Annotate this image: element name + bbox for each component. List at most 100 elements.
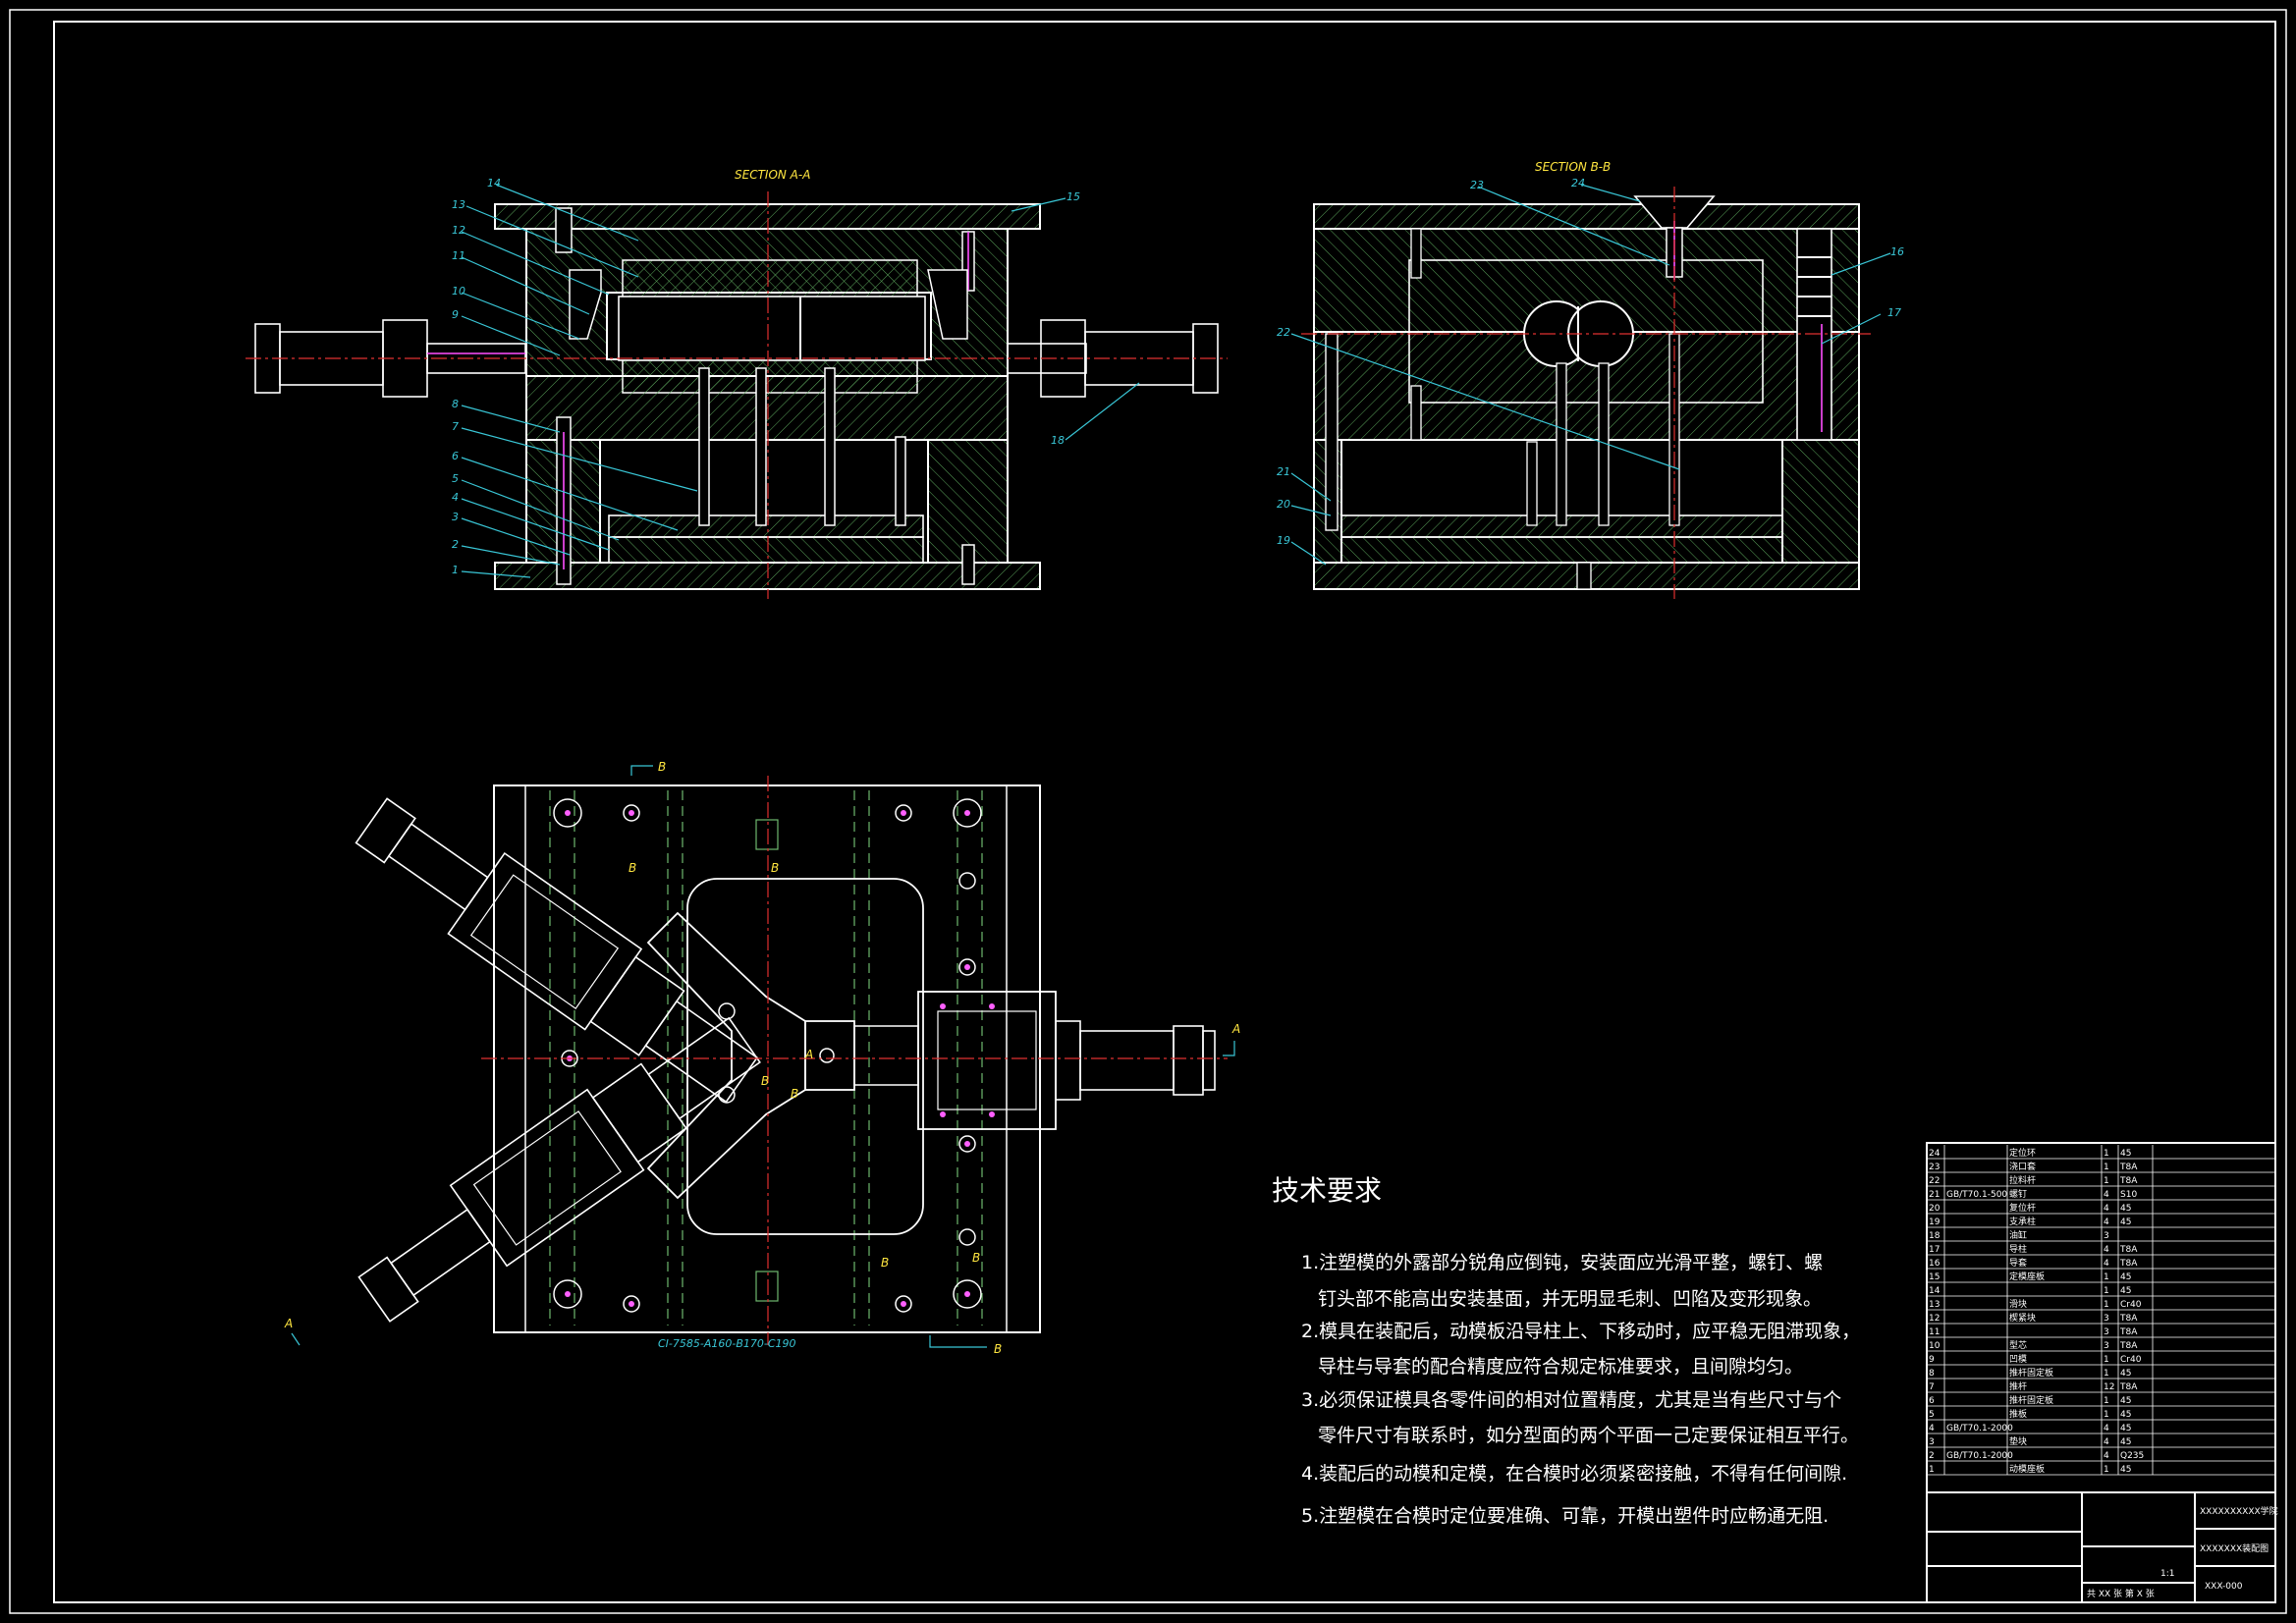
bom-cell: GB/T70.1-2000	[1946, 1424, 2013, 1434]
plan-cylinder-upper-left	[355, 797, 759, 1104]
bom-cell: 1	[2104, 1465, 2109, 1475]
tech-line-1: 1.注塑模的外露部分锐角应倒钝，安装面应光滑平整，螺钉、螺	[1301, 1252, 1823, 1273]
svg-text:B: B	[994, 1342, 1002, 1356]
bom-cell: 螺钉	[2009, 1189, 2027, 1200]
bom-cell: 1	[2104, 1355, 2109, 1365]
wedge-right	[927, 269, 968, 340]
bom-cell: 1	[2104, 1163, 2109, 1172]
bom-cell: 4	[2104, 1451, 2109, 1461]
svg-text:20: 20	[1277, 498, 1290, 511]
screw-bottom	[961, 544, 975, 585]
bom-cell: 45	[2120, 1369, 2131, 1379]
tech-line-5: 3.必须保证模具各零件间的相对位置精度，尤其是当有些尺寸与个	[1301, 1389, 1841, 1411]
guide-pillar-top	[555, 207, 573, 253]
bom-cell: 推杆固定板	[2009, 1367, 2053, 1379]
bom-cell: 3	[2104, 1341, 2109, 1351]
bom-cell: 推板	[2009, 1408, 2027, 1420]
bom-cell: 导套	[2009, 1257, 2027, 1269]
svg-text:21: 21	[1277, 465, 1290, 478]
bom-cell: 4	[2104, 1204, 2109, 1214]
svg-text:24: 24	[1571, 177, 1585, 189]
bom-cell: 21	[1929, 1190, 1940, 1200]
svg-text:8: 8	[452, 398, 459, 410]
svg-text:B: B	[771, 861, 779, 875]
svg-text:15: 15	[1066, 190, 1080, 203]
tech-line-8: 5.注塑模在合模时定位要准确、可靠，开模出塑件时应畅通无阻.	[1301, 1505, 1829, 1527]
bom-cell: 45	[2120, 1149, 2131, 1159]
bom-cell: 19	[1929, 1217, 1941, 1227]
bom-cell: 1	[2104, 1272, 2109, 1282]
svg-text:2: 2	[452, 538, 459, 551]
svg-text:23: 23	[1470, 179, 1484, 191]
bom-cell: 45	[2120, 1396, 2131, 1406]
bom-cell: 浇口套	[2009, 1161, 2036, 1172]
bom-cell: 1	[2104, 1176, 2109, 1186]
bom-cell: 20	[1929, 1204, 1941, 1214]
section-b-callouts: 23 24 16 17 22 21 20 19	[1277, 177, 1904, 547]
bom-cell: 推杆固定板	[2009, 1394, 2053, 1406]
tb-scale: 1:1	[2160, 1569, 2174, 1579]
svg-text:1: 1	[452, 564, 459, 576]
tech-line-3: 2.模具在装配后，动模板沿导柱上、下移动时，应平稳无阻滞现象，	[1301, 1321, 1860, 1342]
bom-cell: 4	[1929, 1424, 1935, 1434]
svg-text:B: B	[658, 760, 666, 774]
bom-cell: 8	[1929, 1369, 1935, 1379]
bom-cell: 1	[2104, 1300, 2109, 1310]
bom-cell: T8A	[2119, 1327, 2138, 1337]
bom-cell: 4	[2104, 1437, 2109, 1447]
bom-cell: 10	[1929, 1341, 1941, 1351]
bom-cell: 拉料杆	[2009, 1174, 2036, 1186]
plan-pin-dots	[565, 810, 995, 1307]
svg-text:A: A	[1231, 1022, 1240, 1036]
svg-text:10: 10	[452, 285, 465, 298]
b-top-plate	[1313, 203, 1860, 230]
section-a-callouts: 14 13 12 11 10 9 8 7 6 5 4 3 2 1 15 18	[452, 177, 1080, 576]
bom-cell: 45	[2120, 1437, 2131, 1447]
bom-cell: T8A	[2119, 1245, 2138, 1255]
plan-cavity-plate	[686, 878, 924, 1235]
bom-cell: 45	[2120, 1465, 2131, 1475]
svg-text:18: 18	[1051, 434, 1065, 447]
b-spacer-right	[1781, 439, 1860, 564]
bom-cell: 15	[1929, 1272, 1940, 1282]
section-a-view: SECTION A-A	[246, 168, 1228, 599]
tech-line-2: 钉头部不能高出安装基面，并无明显毛刺、凹陷及变形现象。	[1318, 1288, 1822, 1310]
bom-cell: 4	[2104, 1259, 2109, 1269]
bom-cell: 1	[2104, 1396, 2109, 1406]
svg-text:B: B	[629, 861, 636, 875]
bom-cell: 14	[1929, 1286, 1941, 1296]
plan-cylinder-right	[917, 991, 1216, 1130]
bom-cell: 5	[1929, 1410, 1935, 1420]
bom-cell: 9	[1929, 1355, 1935, 1365]
plan-bottom-label: CI-7585-A160-B170-C190	[658, 1337, 796, 1350]
moving-mold-plate	[525, 375, 1009, 441]
bom-cell: T8A	[2119, 1382, 2138, 1392]
bom-cell: Q235	[2120, 1451, 2144, 1461]
plan-markers: B B B B A B B B A A B	[284, 760, 1240, 1356]
svg-text:19: 19	[1277, 534, 1290, 547]
bom-cell: 12	[1929, 1314, 1940, 1324]
svg-text:17: 17	[1887, 306, 1901, 319]
section-b-view: SECTION B-B	[1277, 160, 1904, 599]
bom-cell: 定位环	[2009, 1147, 2036, 1159]
bom-cell: 4	[2104, 1424, 2109, 1434]
svg-text:A: A	[804, 1048, 813, 1061]
svg-text:3: 3	[452, 511, 459, 523]
bom-cell: 3	[1929, 1437, 1935, 1447]
bom-cell: 4	[2104, 1217, 2109, 1227]
bom-cell: 定模座板	[2009, 1271, 2045, 1282]
bom-cell: GB/T70.1-2000	[1946, 1451, 2013, 1461]
bom-cell: 24	[1929, 1149, 1941, 1159]
ejector-plate	[608, 536, 924, 564]
tech-line-6: 零件尺寸有联系时，如分型面的两个平面一己定要保证相互平行。	[1318, 1425, 1859, 1446]
tb-sheet-info: 共 XX 张 第 X 张	[2087, 1588, 2155, 1599]
bom-cell: 45	[2120, 1272, 2131, 1282]
bom-cell: 18	[1929, 1231, 1941, 1241]
bom-cell: 1	[1929, 1465, 1935, 1475]
bom-cell: 22	[1929, 1176, 1940, 1186]
bom-cell: 凹模	[2009, 1354, 2027, 1365]
bom-cell: 油缸	[2009, 1229, 2027, 1241]
tech-line-4: 导柱与导套的配合精度应符合规定标准要求，且间隙均匀。	[1318, 1356, 1803, 1378]
svg-text:16: 16	[1890, 245, 1904, 258]
bom-cell: 3	[2104, 1327, 2109, 1337]
